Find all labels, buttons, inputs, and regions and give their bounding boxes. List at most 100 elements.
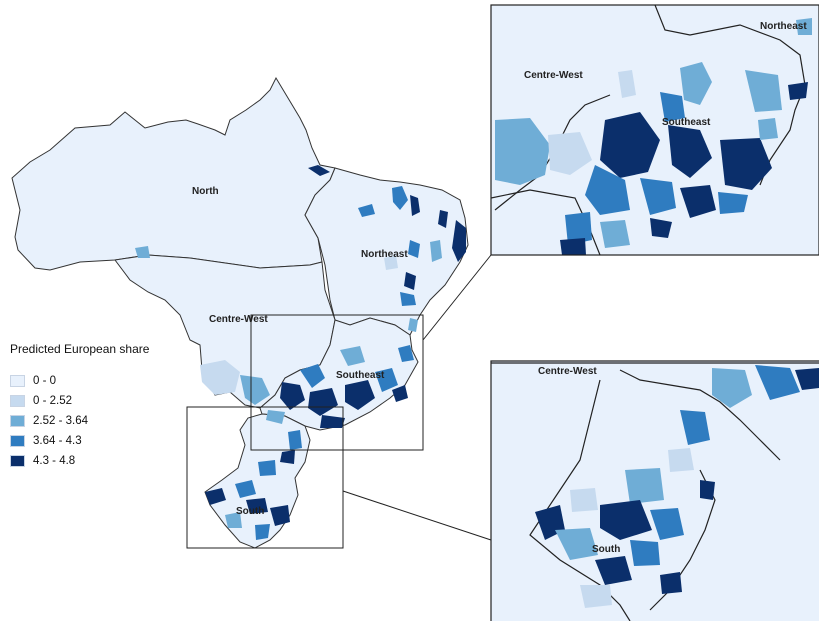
choropleth-unit	[358, 204, 375, 217]
boundary	[491, 189, 601, 255]
choropleth-unit	[404, 272, 416, 290]
legend-swatch	[10, 435, 25, 447]
zoom-box-south	[186, 406, 344, 549]
choropleth-unit	[205, 488, 226, 505]
legend-label: 0 - 2.52	[33, 395, 72, 407]
legend-item: 0 - 0	[10, 372, 180, 390]
main-shading-southeast	[135, 246, 414, 540]
label-centre-west: Centre-West	[209, 314, 268, 325]
inset-south: Centre-West South	[490, 360, 819, 621]
choropleth-unit	[595, 556, 632, 585]
choropleth-unit	[408, 240, 420, 258]
choropleth-unit	[200, 360, 240, 395]
choropleth-unit	[392, 186, 408, 210]
boundary	[619, 369, 781, 461]
choropleth-unit	[400, 292, 416, 306]
choropleth-unit	[235, 480, 256, 498]
inset-top-label-centre-west: Centre-West	[524, 70, 583, 81]
main-map: North Northeast Centre-West Southeast So…	[11, 76, 492, 549]
choropleth-unit	[246, 498, 268, 514]
choropleth-unit	[548, 132, 592, 175]
legend-item: 3.64 - 4.3	[10, 432, 180, 450]
choropleth-unit	[585, 165, 630, 215]
choropleth-unit	[438, 210, 448, 228]
choropleth-unit	[650, 218, 672, 238]
choropleth-unit	[600, 220, 630, 248]
inset-bottom-label-south: South	[592, 544, 620, 555]
legend-swatch	[10, 455, 25, 467]
choropleth-unit	[660, 92, 685, 122]
choropleth-unit	[668, 448, 694, 472]
choropleth-unit	[745, 70, 782, 112]
choropleth-unit	[240, 375, 270, 405]
choropleth-unit	[308, 388, 338, 416]
leader-line-bottom	[342, 490, 492, 541]
choropleth-unit	[630, 540, 660, 566]
choropleth-unit	[320, 415, 345, 428]
choropleth-unit	[570, 488, 598, 512]
choropleth-unit	[680, 185, 716, 218]
inset-bottom-label-centre-west: Centre-West	[538, 366, 597, 377]
legend-label: 4.3 - 4.8	[33, 455, 76, 467]
choropleth-unit	[625, 468, 664, 504]
choropleth-unit	[720, 138, 772, 190]
choropleth-unit	[758, 118, 778, 140]
inset-top-label-southeast: Southeast	[662, 117, 711, 128]
choropleth-unit	[266, 410, 285, 424]
choropleth-unit	[255, 524, 270, 540]
choropleth-unit	[555, 528, 598, 560]
choropleth-unit	[300, 364, 325, 388]
choropleth-unit	[600, 112, 660, 178]
label-northeast: Northeast	[361, 249, 408, 260]
choropleth-unit	[600, 500, 652, 540]
choropleth-unit	[410, 195, 420, 216]
inset-top-frame	[490, 4, 819, 256]
legend-title: Predicted European share	[10, 342, 150, 356]
choropleth-unit	[495, 118, 550, 185]
legend-item: 0 - 2.52	[10, 392, 180, 410]
choropleth-unit	[618, 70, 636, 98]
choropleth-unit	[375, 368, 398, 392]
choropleth-unit	[560, 238, 586, 255]
choropleth-unit	[392, 385, 408, 402]
legend-label: 3.64 - 4.3	[33, 435, 82, 447]
label-north: North	[192, 186, 219, 197]
choropleth-unit	[796, 18, 812, 35]
choropleth-unit	[225, 512, 242, 528]
leader-line-top	[422, 254, 492, 341]
choropleth-unit	[430, 240, 442, 262]
choropleth-unit	[288, 430, 302, 450]
choropleth-unit	[660, 572, 682, 594]
choropleth-unit	[270, 505, 290, 526]
choropleth-unit	[345, 380, 375, 410]
inset-bottom-frame	[490, 360, 819, 621]
choropleth-unit	[565, 212, 592, 245]
choropleth-unit	[280, 450, 295, 464]
choropleth-unit	[384, 255, 398, 270]
choropleth-unit	[640, 178, 676, 215]
region-north	[11, 76, 336, 271]
choropleth-unit	[668, 125, 712, 178]
main-shading-northeast	[308, 165, 466, 332]
legend-swatch	[10, 375, 25, 387]
choropleth-unit	[135, 246, 150, 258]
boundary	[654, 5, 806, 186]
legend-swatch	[10, 395, 25, 407]
choropleth-unit	[580, 585, 612, 608]
legend-swatch	[10, 415, 25, 427]
choropleth-unit	[795, 368, 819, 390]
choropleth-unit	[280, 382, 305, 410]
legend-label: 0 - 0	[33, 375, 57, 387]
choropleth-unit	[755, 365, 800, 400]
choropleth-unit	[452, 220, 466, 262]
choropleth-unit	[680, 62, 712, 105]
choropleth-unit	[718, 192, 748, 214]
inset-southeast: Centre-West Southeast Northeast	[490, 4, 819, 256]
choropleth-unit	[308, 165, 330, 176]
legend-item: 4.3 - 4.8	[10, 452, 180, 470]
choropleth-unit	[712, 368, 752, 408]
choropleth-unit	[258, 460, 276, 476]
choropleth-unit	[700, 480, 715, 500]
